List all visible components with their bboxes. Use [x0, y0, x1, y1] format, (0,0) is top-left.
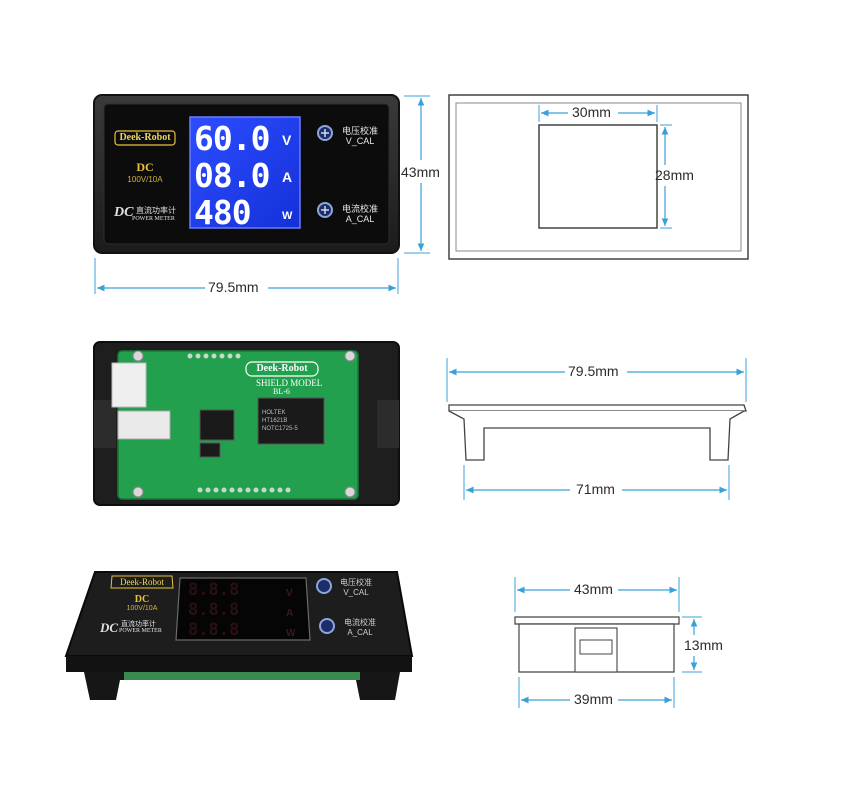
angled-unit-w: W [286, 628, 296, 639]
front-readings: 60.0 V 08.0 A 480 W [194, 118, 294, 232]
back-view [93, 341, 400, 506]
cutout-height-label: 28mm [655, 167, 694, 183]
cutout-width-label: 30mm [572, 104, 611, 120]
voltage-reading: 60.0 V [194, 118, 294, 158]
angled-voltage-cal-cn: 电压校准 [340, 578, 372, 587]
board-text-2: BL-6 [273, 387, 290, 396]
top-side-view [446, 358, 747, 500]
top-view-width-label: 79.5mm [568, 363, 619, 379]
front-view [93, 94, 400, 254]
top-flange [448, 404, 747, 412]
front-brand-box [114, 130, 176, 146]
current-value: 08.0 [194, 156, 270, 195]
current-unit: A [282, 169, 293, 185]
angled-model-line2: 100V/10A [126, 605, 158, 612]
power-unit: W [282, 210, 293, 222]
side-height-label: 13mm [684, 637, 723, 653]
angled-units: V A W [286, 584, 295, 644]
front-lcd [189, 116, 301, 229]
voltage-cal-label-en: V_CAL [345, 136, 375, 146]
angled-brand: Deek-Robot [120, 577, 164, 587]
front-dimension-lines [94, 95, 430, 294]
front-model-line2: 100V/10A [127, 175, 163, 184]
voltage-cal-label-cn: 电压校准 [341, 126, 378, 136]
current-reading: 08.0 A [194, 155, 294, 195]
main-chip [257, 397, 325, 445]
angled-digit-row-2: 8.8.8 [188, 600, 240, 620]
chip-text-3: NOTC1725-5 [262, 426, 298, 432]
front-width-label: 79.5mm [208, 279, 259, 295]
connector-bottom [117, 410, 171, 440]
connector-top [111, 362, 147, 408]
cutout-window [538, 124, 658, 229]
angled-brand-box [110, 575, 174, 589]
angled-digit-row-1: 8.8.8 [188, 580, 240, 600]
top-body [448, 410, 745, 461]
front-brand: Deek-Robot [119, 132, 171, 143]
voltage-unit: V [282, 132, 292, 148]
angled-current-cal-cn: 电流校准 [344, 618, 376, 627]
cutout-view [448, 94, 749, 260]
back-brand-box [245, 361, 319, 377]
angled-current-cal-en: A_CAL [347, 628, 373, 637]
angled-view [64, 571, 414, 700]
angled-voltage-cal-en: V_CAL [343, 588, 369, 597]
current-cal-label-cn: 电流校准 [341, 204, 378, 214]
top-view-body-label: 71mm [576, 481, 615, 497]
power-reading: 480 W [194, 192, 294, 232]
angled-logo-sub: 直流功率计 [121, 621, 156, 628]
back-brand: Deek-Robot [256, 363, 308, 374]
angled-unit-v: V [286, 588, 293, 599]
voltage-value: 60.0 [194, 119, 270, 158]
front-height-label: 43mm [401, 164, 440, 180]
chip-text-1: HOLTEK [262, 410, 286, 416]
angled-digits: 8.8.8 8.8.8 8.8.8 [188, 580, 239, 640]
front-logo-main: DC [114, 205, 134, 220]
chip-text-2: HT1621B [262, 418, 288, 424]
second-chip [199, 409, 235, 441]
angled-logo-caption: POWER METER [119, 628, 162, 634]
current-cal-label-en: A_CAL [345, 214, 375, 224]
angled-logo-main: DC [100, 620, 119, 635]
front-model-line1: DC [136, 160, 154, 174]
side-width-label: 43mm [574, 581, 613, 597]
front-logo-caption: POWER METER [132, 216, 175, 222]
side-bottom-label: 39mm [574, 691, 613, 707]
side-view [514, 577, 702, 708]
side-flange [514, 616, 680, 625]
angled-lcd [175, 577, 311, 641]
angled-unit-a: A [286, 608, 294, 619]
front-logo-sub: 直流功率计 [136, 206, 176, 215]
power-value: 480 [194, 193, 252, 232]
angled-model-line1: DC [134, 594, 150, 605]
board-text-1: SHIELD MODEL [256, 378, 323, 388]
angled-digit-row-3: 8.8.8 [188, 620, 240, 640]
